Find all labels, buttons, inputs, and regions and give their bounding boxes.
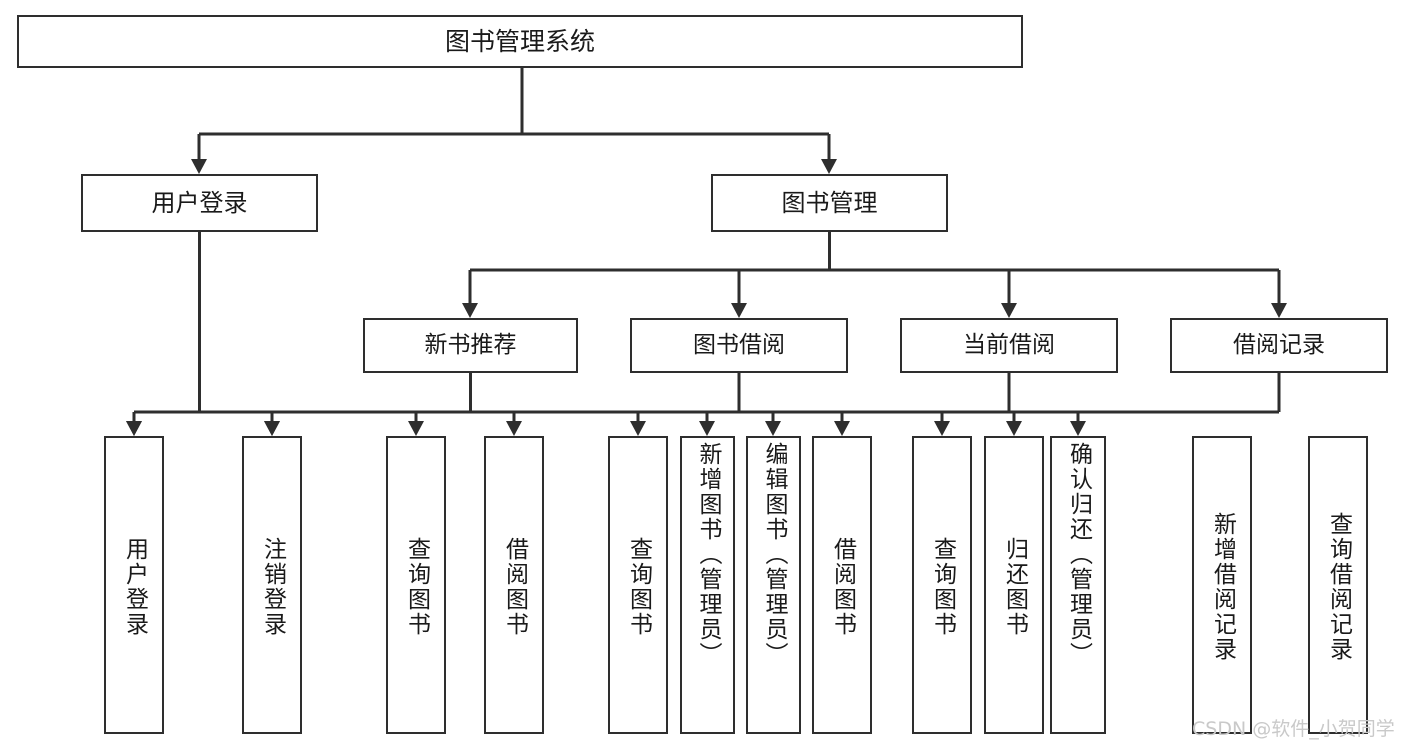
node-leaf-return-book[interactable]: 归还图书 (984, 436, 1044, 734)
edge-current-borrow-branch-3-head (834, 421, 850, 436)
node-leaf-borrow-book-1[interactable]: 借阅图书 (484, 436, 544, 734)
node-leaf-query-book-2[interactable]: 查询图书 (608, 436, 668, 734)
node-borrow-record-label: 借阅记录 (1233, 331, 1325, 358)
node-leaf-confirm-return[interactable]: 确认归还（管理员） (1050, 436, 1106, 734)
node-leaf-add-book[interactable]: 新增图书（管理员） (680, 436, 735, 734)
node-user-login-label: 用户登录 (151, 188, 248, 217)
node-root[interactable]: 图书管理系统 (17, 15, 1023, 68)
edge-book-management-branch-3-head (1271, 303, 1287, 318)
node-leaf-query-book-3[interactable]: 查询图书 (912, 436, 972, 734)
node-leaf-confirm-return-label: 确认归还（管理员） (1065, 442, 1092, 667)
node-leaf-add-book-label: 新增图书（管理员） (695, 442, 721, 667)
node-book-management-label: 图书管理 (781, 188, 878, 217)
edge-book-borrow-branch-1-head (506, 421, 522, 436)
node-leaf-user-login[interactable]: 用户登录 (104, 436, 164, 734)
node-new-book-recommend[interactable]: 新书推荐 (363, 318, 578, 373)
node-leaf-borrow-book-2[interactable]: 借阅图书 (812, 436, 872, 734)
node-leaf-borrow-book-2-label: 借阅图书 (829, 537, 856, 637)
node-leaf-edit-book[interactable]: 编辑图书（管理员） (746, 436, 801, 734)
edge-current-borrow-branch-2-head (765, 421, 781, 436)
edge-current-borrow-branch-1-head (699, 421, 715, 436)
edge-new-book-recommend-branch-0-head (126, 421, 142, 436)
node-root-label: 图书管理系统 (444, 26, 595, 56)
edge-root-branch-1-head (821, 159, 837, 174)
node-leaf-query-record[interactable]: 查询借阅记录 (1308, 436, 1368, 734)
node-leaf-query-book-3-label: 查询图书 (929, 537, 956, 637)
edge-book-management-branch-0-head (462, 303, 478, 318)
node-new-book-recommend-label: 新书推荐 (424, 331, 517, 358)
node-leaf-query-book-2-label: 查询图书 (625, 537, 652, 637)
edge-root-branch-0-head (191, 159, 207, 174)
node-current-borrow[interactable]: 当前借阅 (900, 318, 1118, 373)
edge-book-management-branch-2-head (1001, 303, 1017, 318)
node-leaf-edit-book-label: 编辑图书（管理员） (761, 442, 787, 667)
node-leaf-query-book-1[interactable]: 查询图书 (386, 436, 446, 734)
node-book-borrow[interactable]: 图书借阅 (630, 318, 848, 373)
csdn-watermark: CSDN @软件_小贺同学 (1192, 718, 1395, 740)
node-book-borrow-label: 图书借阅 (693, 331, 785, 358)
node-leaf-logout-label: 注销登录 (259, 537, 286, 637)
edge-book-management-branch-1-head (731, 303, 747, 318)
edge-book-borrow-branch-0-head (408, 421, 424, 436)
node-leaf-user-login-label: 用户登录 (121, 537, 148, 637)
node-user-login[interactable]: 用户登录 (81, 174, 318, 232)
node-leaf-return-book-label: 归还图书 (1001, 537, 1028, 637)
edge-current-borrow-branch-0-head (630, 421, 646, 436)
node-current-borrow-label: 当前借阅 (963, 331, 1055, 358)
node-leaf-logout[interactable]: 注销登录 (242, 436, 302, 734)
edge-borrow-record-branch-0-head (934, 421, 950, 436)
node-book-management[interactable]: 图书管理 (711, 174, 948, 232)
node-leaf-query-book-1-label: 查询图书 (403, 537, 430, 637)
node-leaf-query-record-label: 查询借阅记录 (1325, 512, 1352, 662)
edge-borrow-record-branch-2-head (1070, 421, 1086, 436)
edge-new-book-recommend-branch-1-head (264, 421, 280, 436)
node-leaf-add-record-label: 新增借阅记录 (1209, 512, 1236, 662)
node-borrow-record[interactable]: 借阅记录 (1170, 318, 1388, 373)
node-leaf-borrow-book-1-label: 借阅图书 (501, 537, 528, 637)
edge-borrow-record-branch-1-head (1006, 421, 1022, 436)
node-leaf-add-record[interactable]: 新增借阅记录 (1192, 436, 1252, 734)
